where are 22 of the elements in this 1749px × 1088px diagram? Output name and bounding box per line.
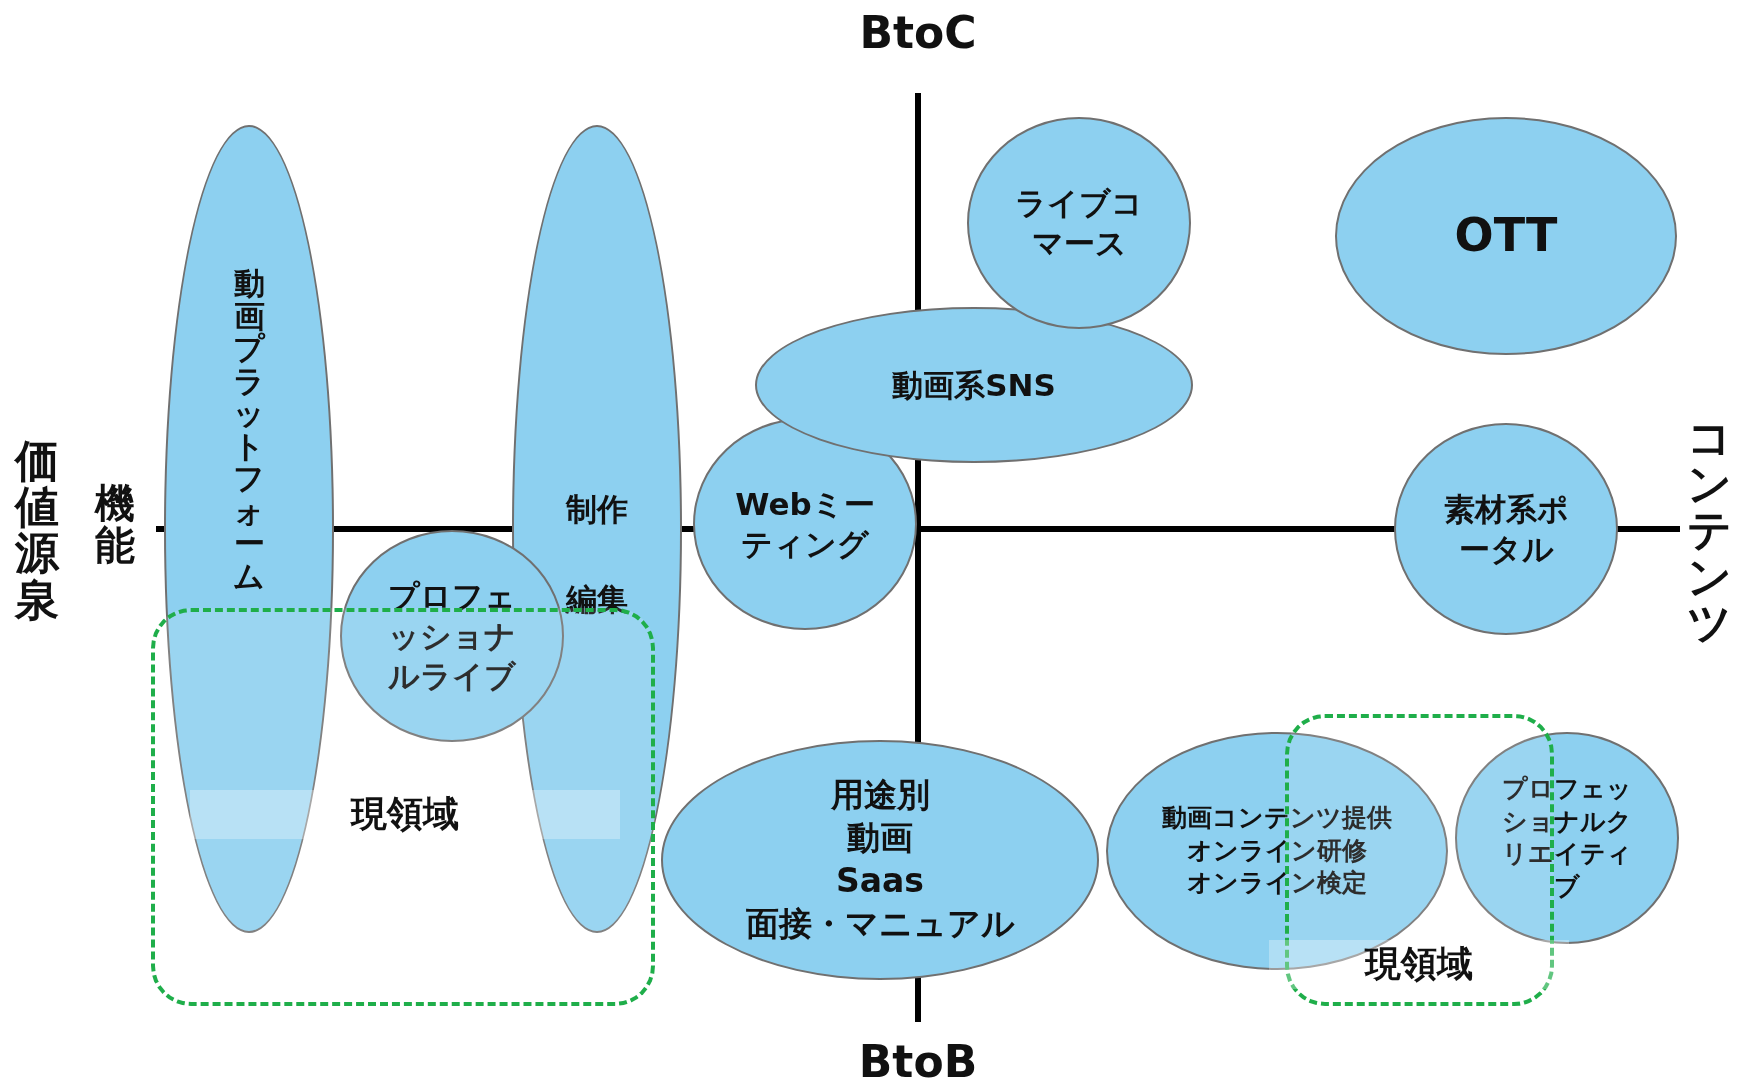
category-label: 動画コンテンツ提供 bbox=[1162, 802, 1392, 835]
category-label: Webミーティング bbox=[734, 484, 876, 564]
axis-label: コンテンツ bbox=[1686, 414, 1734, 646]
axis-label: 機能 bbox=[93, 482, 136, 566]
category-label: 面接・マニュアル bbox=[745, 902, 1015, 945]
region-label: 現領域 bbox=[190, 790, 620, 839]
category-label: Saas bbox=[836, 860, 924, 902]
axis-label: 価値源泉 bbox=[13, 437, 61, 623]
region-label: 現領域 bbox=[1269, 940, 1569, 989]
axis-label: BtoC bbox=[859, 9, 977, 57]
category-label: 動画系SNS bbox=[892, 365, 1056, 405]
category-label: 用途別 bbox=[830, 774, 930, 817]
category-label: 動画プラットフォーム bbox=[232, 267, 267, 593]
category-label: 制作 bbox=[566, 489, 628, 529]
category-label: 素材系ポータル bbox=[1442, 489, 1570, 569]
category-label: オンライン検定 bbox=[1187, 867, 1367, 900]
category-label: プロフェッショナルクリエイティブ bbox=[1501, 773, 1633, 903]
axis-label: BtoB bbox=[858, 1038, 978, 1086]
category-label: OTT bbox=[1454, 207, 1558, 265]
category-label: 動画 bbox=[847, 817, 913, 860]
category-label: ライブコマース bbox=[1014, 183, 1144, 263]
category-label: オンライン研修 bbox=[1187, 834, 1367, 867]
